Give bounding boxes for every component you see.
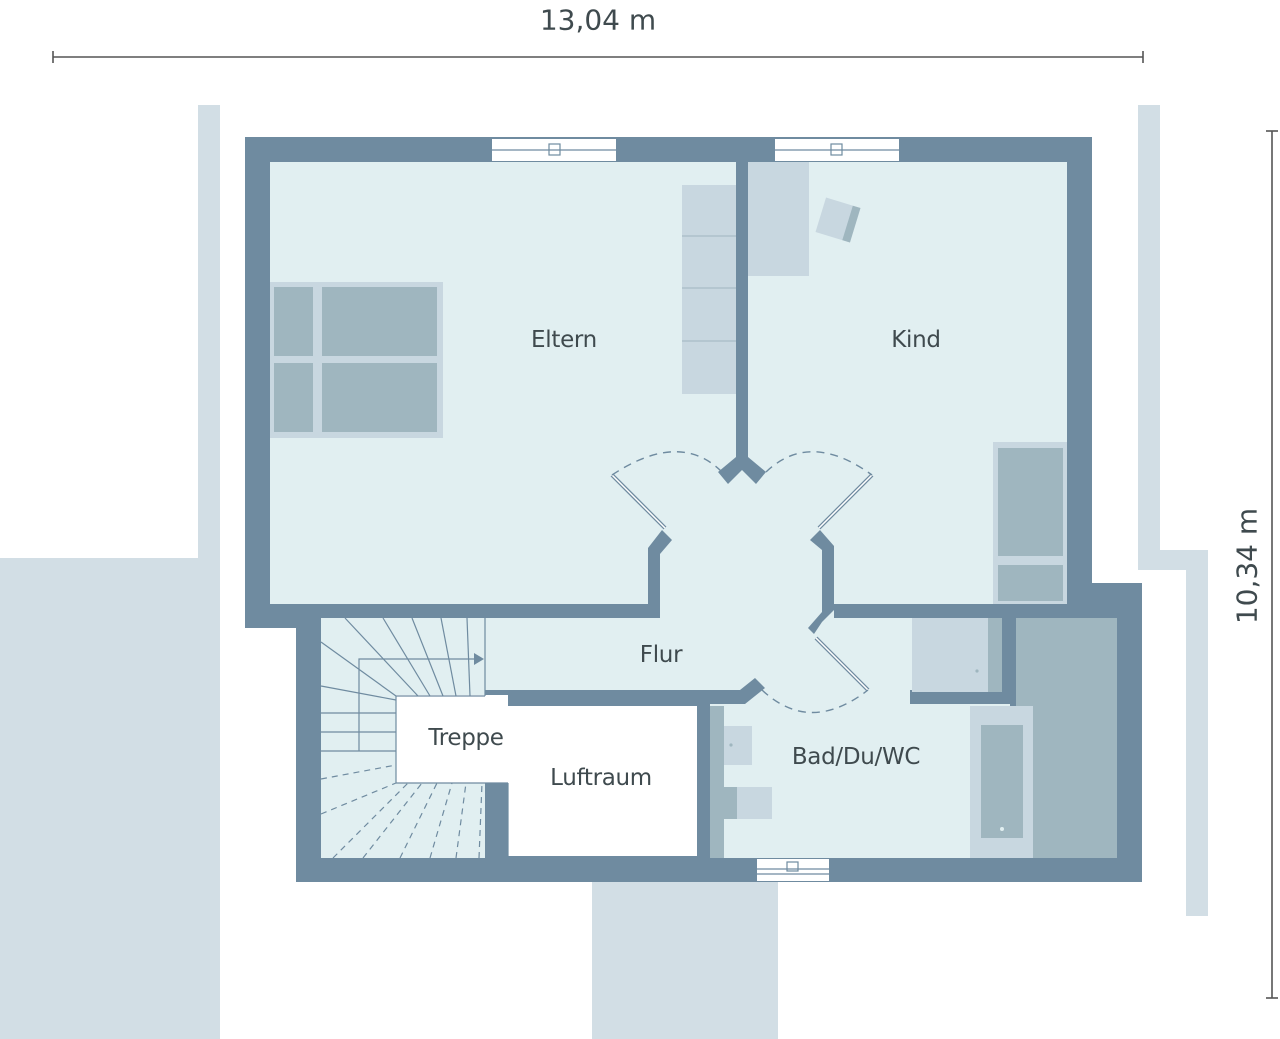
window-eltern (492, 139, 616, 161)
width-dimension-label: 13,04 m (539, 3, 657, 37)
room-label-flur: Flur (639, 642, 683, 668)
height-dimension-label: 10,34 m (1230, 507, 1264, 625)
furniture (270, 162, 1117, 858)
room-label-kind: Kind (891, 327, 941, 353)
room-label-eltern: Eltern (531, 327, 597, 353)
window-kind (775, 139, 899, 161)
exterior-shapes (0, 105, 1208, 1039)
window-bath (757, 859, 829, 881)
windows (492, 139, 899, 881)
doors (610, 451, 874, 714)
staircase (320, 617, 509, 859)
room-label-treppe: Treppe (428, 725, 504, 751)
dimension-lines (52, 51, 1278, 999)
room-label-luftraum: Luftraum (550, 765, 652, 791)
room-label-bad: Bad/Du/WC (791, 744, 921, 770)
